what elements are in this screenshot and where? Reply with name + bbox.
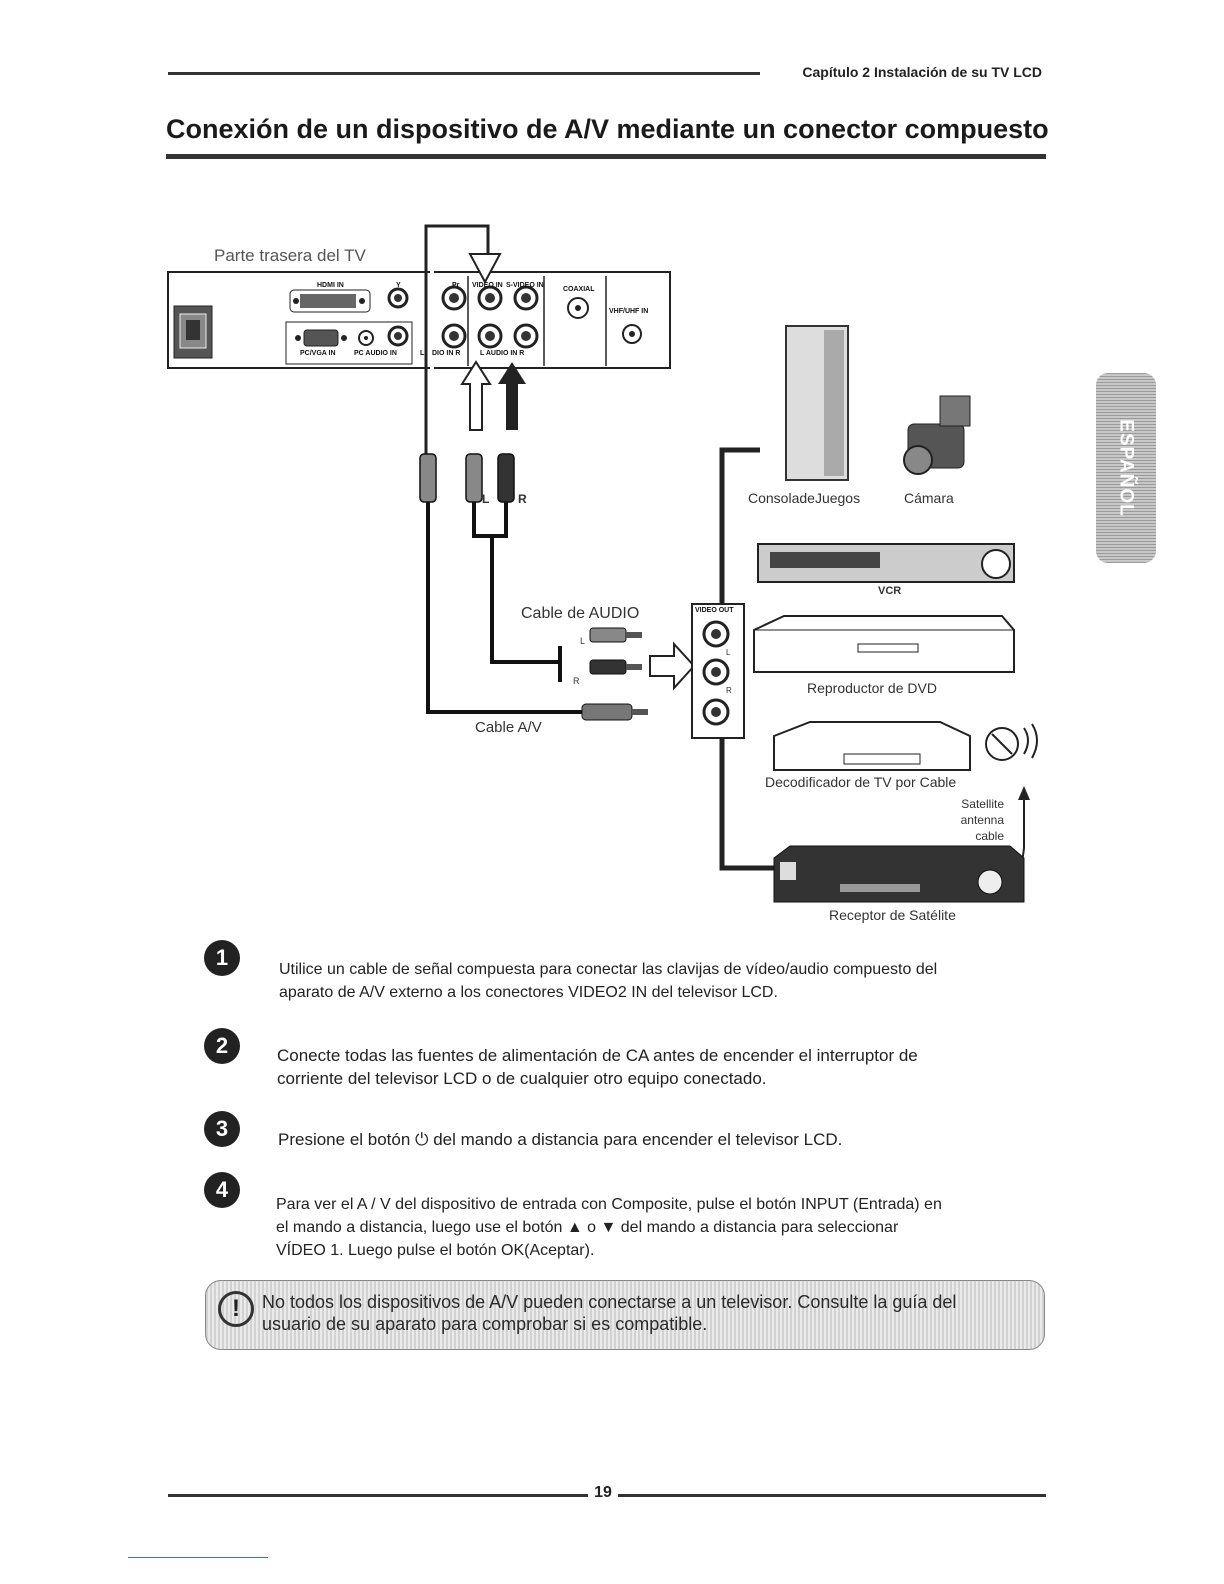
footer-link-rule (128, 1557, 268, 1558)
step-1-line-2: aparato de A/V externo a los conectores … (279, 984, 778, 1001)
step-1-text: Utilice un cable de señal compuesta para… (279, 958, 937, 1004)
hdmi-in-label: HDMI IN (317, 282, 344, 289)
device-r-label: R (726, 686, 732, 695)
y-label: Y (396, 282, 401, 289)
vcr-image (757, 543, 1015, 583)
dvd-label: Reproductor de DVD (807, 680, 937, 696)
device-l-label: L (726, 648, 731, 657)
audio-in-label: L AUDIO IN R (480, 350, 525, 357)
video-out-label: VIDEO OUT (695, 607, 734, 614)
arrow-down-icon (468, 253, 502, 285)
pc-audio-label: PC AUDIO IN (354, 350, 397, 357)
tv-rear-label: Parte trasera del TV (214, 246, 366, 265)
step-1-badge: 1 (204, 940, 240, 976)
vga-port-icon (303, 329, 339, 347)
audio-cable-label: Cable de AUDIO (521, 605, 640, 622)
satellite-receiver-image (773, 845, 1025, 903)
language-tab (1096, 373, 1156, 563)
audio-r-label: R (573, 676, 580, 686)
coaxial-label: COAXIAL (563, 286, 595, 293)
satellite-antenna-label: Satellite antenna cable (948, 796, 1004, 844)
av-cable-label: Cable A/V (475, 719, 542, 736)
audio-plug-r (589, 659, 627, 675)
audio-l-label: L (580, 636, 586, 646)
note-line-1: No todos los dispositivos de A/V pueden … (262, 1292, 957, 1312)
footer-rule-right (618, 1494, 1046, 1497)
svideo-in-label: S-VIDEO IN (506, 282, 544, 289)
step-4-badge: 4 (204, 1172, 240, 1208)
step-4-line-3: VÍDEO 1. Luego pulse el botón OK(Aceptar… (276, 1242, 595, 1259)
rca-plugs (419, 453, 515, 503)
step-2-line-2: corriente del televisor LCD o de cualqui… (277, 1069, 767, 1088)
chapter-heading: Capítulo 2 Instalación de su TV LCD (802, 64, 1042, 80)
satellite-receiver-label: Receptor de Satélite (829, 907, 956, 923)
note-box (205, 1280, 1045, 1350)
dvd-player-image (753, 615, 1015, 673)
step-2-line-1: Conecte todas las fuentes de alimentació… (277, 1046, 918, 1065)
audio-in-left-label: L (420, 350, 425, 357)
step-4-line-2: el mando a distancia, luego use el botón… (276, 1219, 899, 1236)
step-3-line-1: Presione el botón ⏻ del mando a distanci… (278, 1130, 843, 1149)
step-4-text: Para ver el A / V del dispositivo de ent… (276, 1193, 942, 1262)
cable-box-label: Decodificador de TV por Cable (765, 774, 957, 790)
header-rule (168, 72, 760, 75)
camera-image (903, 395, 971, 475)
step-3-text: Presione el botón ⏻ del mando a distanci… (278, 1128, 842, 1151)
audio-plug-l (589, 627, 627, 643)
camera-label: Cámara (904, 490, 954, 506)
satellite-label-line2: antenna (960, 813, 1004, 827)
cable-box-image (773, 721, 971, 771)
game-console-label: ConsoladeJuegos (748, 490, 861, 506)
plug-r-label: R (518, 492, 527, 506)
page-number: 19 (594, 1484, 612, 1501)
plug-l-label: L (482, 492, 490, 506)
arrow-right-icon (649, 641, 696, 691)
step-2-text: Conecte todas las fuentes de alimentació… (277, 1044, 918, 1090)
step-4-line-1: Para ver el A / V del dispositivo de ent… (276, 1196, 942, 1213)
av-plug (581, 703, 633, 721)
note-line-2: usuario de su aparato para comprobar si … (262, 1314, 708, 1334)
audio-in-partial-label: DIO IN R (432, 350, 461, 357)
arrow-up-filled-icon (498, 362, 526, 430)
footer-rule-left (168, 1494, 588, 1497)
step-1-line-1: Utilice un cable de señal compuesta para… (279, 961, 938, 978)
note-text: No todos los dispositivos de A/V pueden … (262, 1291, 1042, 1335)
vhf-uhf-label: VHF/UHF IN (609, 308, 649, 315)
title-rule (166, 154, 1046, 159)
arrow-up-icon (460, 360, 492, 431)
page-title: Conexión de un dispositivo de A/V median… (166, 114, 1049, 144)
satellite-label-line3: cable (975, 829, 1004, 843)
pr-label: Pr (452, 282, 460, 289)
exclamation-icon: ! (218, 1291, 254, 1327)
pc-vga-label: PC/VGA IN (300, 350, 336, 357)
step-2-badge: 2 (204, 1028, 240, 1064)
connection-diagram (167, 224, 1038, 903)
satellite-label-line1: Satellite (961, 797, 1004, 811)
video-in-label: VIDEO IN (472, 282, 503, 289)
step-3-badge: 3 (204, 1111, 240, 1147)
tv-rear-panel (167, 271, 671, 369)
vcr-label: VCR (878, 585, 902, 597)
